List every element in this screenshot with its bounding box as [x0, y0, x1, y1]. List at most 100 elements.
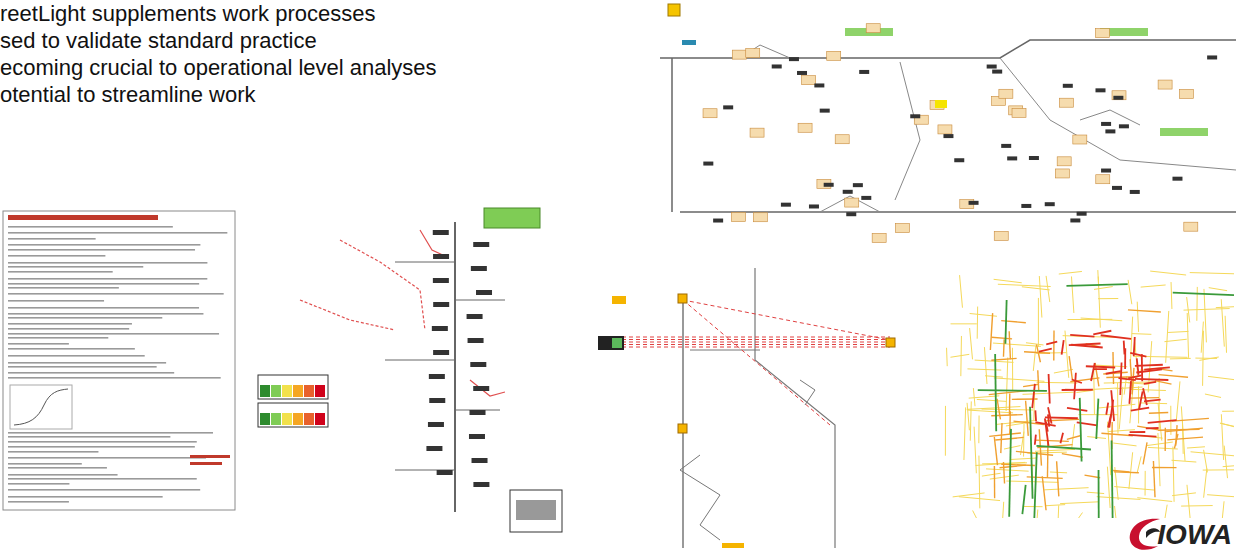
road-segment [984, 347, 987, 384]
lane-count [1113, 96, 1123, 100]
text-line [8, 446, 195, 448]
road-segment [1222, 501, 1224, 518]
volume-label [703, 109, 717, 118]
road-segment [1160, 369, 1172, 371]
volume-label [994, 231, 1008, 240]
text-line [8, 343, 69, 345]
volume-label [845, 198, 859, 207]
road-segment [1066, 284, 1127, 286]
road-segment [1143, 442, 1147, 464]
road-segment [1221, 299, 1224, 346]
road-segment [1081, 318, 1123, 321]
road-segment [1098, 298, 1118, 299]
volume-tag [473, 386, 489, 391]
road-segment [1190, 273, 1234, 274]
text-line [8, 467, 107, 469]
freeway-line [682, 298, 684, 548]
road-segment [1148, 447, 1178, 449]
volume-tag [470, 410, 486, 415]
ramp-line [895, 62, 920, 200]
road-segment [1039, 429, 1041, 465]
text-line [8, 323, 132, 325]
text-line [8, 262, 207, 264]
lane-count [1101, 169, 1111, 173]
road-segment [1132, 368, 1134, 394]
road-segment [1079, 513, 1083, 518]
road-segment [1003, 339, 1005, 356]
road-segment [1023, 392, 1074, 394]
lane-count [820, 109, 830, 113]
road-segment [1207, 495, 1234, 497]
volume-tag [433, 230, 449, 235]
ramp-line [1000, 58, 1236, 170]
volume-label [746, 49, 760, 58]
road-segment [1071, 276, 1073, 312]
road-segment [1144, 382, 1156, 384]
road-segment [1199, 357, 1218, 360]
text-line [8, 501, 69, 503]
text-line [8, 474, 118, 476]
road-segment [1141, 354, 1143, 381]
ramp-line [820, 196, 880, 212]
road-segment [973, 511, 977, 519]
zone-marker [722, 543, 744, 548]
road-segment [1113, 470, 1130, 471]
road-segment [1204, 289, 1206, 342]
lane-table [258, 375, 328, 399]
road-segment [1036, 344, 1040, 362]
text-line [8, 287, 119, 289]
road-segment [1042, 476, 1046, 510]
road-segment [973, 388, 975, 406]
road-segment [1006, 357, 1008, 411]
red-ramp [340, 240, 425, 330]
lane-count [853, 183, 863, 187]
road-segment [1171, 460, 1196, 462]
road-segment [1035, 435, 1036, 445]
road-segment [1050, 471, 1067, 473]
freeway-line [671, 58, 673, 212]
table-cell [282, 413, 292, 425]
text-line [8, 457, 206, 459]
ramp-line [690, 350, 760, 351]
road-segment [1067, 436, 1080, 440]
road-segment [1096, 399, 1098, 439]
text-line [8, 255, 105, 257]
volume-label [798, 123, 812, 132]
red-note [190, 455, 230, 458]
road-segment [982, 409, 1034, 411]
road-segment [1202, 331, 1204, 386]
road-segment [1172, 418, 1209, 421]
road-segment [967, 403, 969, 430]
road-segment [1173, 447, 1174, 502]
road-segment [1069, 356, 1072, 379]
volume-tag [469, 434, 485, 439]
lane-count [797, 71, 807, 75]
road-segment [1062, 454, 1083, 458]
road-segment [1108, 415, 1111, 428]
red-ramp [300, 300, 395, 330]
volume-tag [467, 314, 483, 319]
volume-tag [472, 458, 488, 463]
road-segment [994, 466, 996, 498]
road-segment [1022, 485, 1025, 514]
road-segment [977, 399, 1007, 401]
road-segment [1060, 433, 1063, 444]
road-segment [1038, 298, 1039, 347]
road-segment [1223, 465, 1234, 467]
road-segment [994, 437, 997, 465]
road-segment [1137, 498, 1172, 502]
volume-tag [476, 290, 492, 295]
road-segment [1080, 398, 1082, 462]
table-cell [304, 413, 314, 425]
volume-label [750, 128, 764, 137]
text-line [8, 238, 96, 240]
road-segment [1134, 337, 1135, 356]
zone-marker [678, 294, 687, 303]
road-segment [1026, 401, 1029, 436]
lane-count [1029, 156, 1039, 160]
road-segment [1026, 343, 1044, 345]
road-segment [989, 433, 1021, 436]
ramp-line [680, 455, 720, 540]
road-segment [1009, 429, 1011, 517]
freeway-line [660, 40, 1236, 58]
